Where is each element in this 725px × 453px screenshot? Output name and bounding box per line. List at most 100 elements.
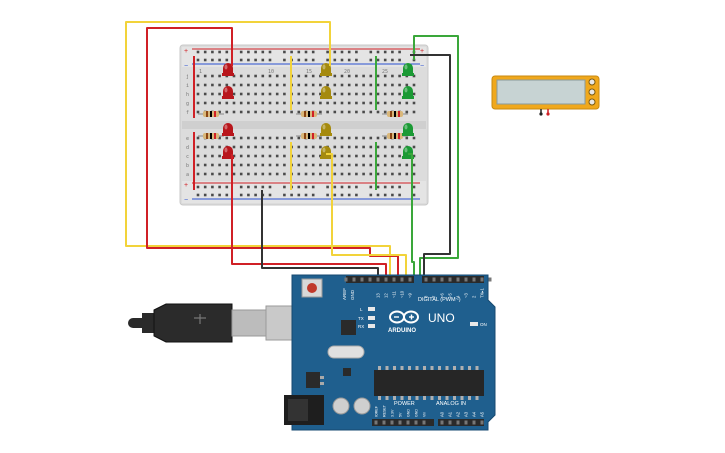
wires[interactable]: [125, 21, 459, 282]
digital-pin[interactable]: [392, 277, 396, 282]
power-pin[interactable]: [398, 420, 402, 425]
row-letter: f: [186, 110, 189, 116]
digital-pin[interactable]: [408, 277, 412, 282]
led[interactable]: [222, 146, 234, 159]
digital-pin-label: ~5: [448, 293, 453, 298]
wire-black-top[interactable]: [410, 54, 451, 282]
rail-minus-label: −: [184, 63, 188, 70]
resistor[interactable]: [296, 111, 322, 117]
breadboard-jumpers[interactable]: [193, 56, 377, 190]
multimeter-mode-button[interactable]: [588, 98, 596, 106]
multimeter-mode-button[interactable]: [588, 88, 596, 96]
power-pin[interactable]: [414, 420, 418, 425]
analog-pin[interactable]: [440, 420, 444, 425]
led[interactable]: [402, 63, 414, 76]
power-pin-label: IOREF: [375, 405, 379, 417]
analog-pin[interactable]: [480, 420, 484, 425]
power-pin[interactable]: [374, 420, 378, 425]
column-number: 25: [382, 69, 388, 75]
column-number: 20: [344, 69, 350, 75]
voltage-regulator: [306, 372, 320, 388]
header-pin[interactable]: [360, 277, 364, 282]
digital-pin[interactable]: [424, 277, 428, 282]
crystal-oscillator: [327, 345, 365, 359]
led[interactable]: [320, 86, 332, 99]
arduino-logo: [389, 310, 419, 324]
led[interactable]: [222, 63, 234, 76]
arduino-brand-label: ARDUINO: [388, 328, 416, 334]
led[interactable]: [320, 123, 332, 136]
wire-yellow-inner[interactable]: [326, 153, 407, 282]
wire-red-inner[interactable]: [231, 154, 387, 282]
atmega-chip: [374, 370, 484, 396]
digital-pin-label: 4: [456, 295, 461, 298]
capacitor: [353, 397, 371, 415]
wire-yellow-outer[interactable]: [125, 21, 391, 282]
led[interactable]: [402, 86, 414, 99]
column-number: 1: [199, 69, 202, 75]
rx-label: RX: [358, 324, 364, 329]
digital-header-label: DIGITAL (PWM~): [418, 297, 461, 303]
header-pin[interactable]: [368, 277, 372, 282]
analog-pin[interactable]: [464, 420, 468, 425]
breadboard[interactable]: + − + − + − j i h g f e d c b a 1 5 10 1…: [179, 44, 429, 206]
on-label: ON: [480, 322, 487, 327]
row-letter: j: [186, 74, 189, 80]
resistor[interactable]: [296, 133, 322, 139]
digital-pin[interactable]: [400, 277, 404, 282]
header-pin[interactable]: [344, 277, 348, 282]
digital-pin-label: ~6: [440, 293, 445, 298]
digital-pin[interactable]: [448, 277, 452, 282]
digital-pin[interactable]: [464, 277, 468, 282]
multimeter-mode-button[interactable]: [588, 78, 596, 86]
power-pin-label: 3.3V: [391, 409, 395, 417]
analog-pin[interactable]: [456, 420, 460, 425]
rail-minus-label-bottom: −: [184, 197, 188, 204]
wire-green-outer[interactable]: [413, 35, 459, 282]
multimeter-screen: [496, 79, 586, 105]
analog-pin-label: A5: [480, 411, 485, 417]
digital-pin[interactable]: [472, 277, 476, 282]
wire-green-inner[interactable]: [408, 153, 415, 282]
digital-header-right: [422, 276, 484, 283]
reset-button[interactable]: [307, 283, 317, 293]
digital-pin-label: 7: [432, 295, 437, 298]
resistor[interactable]: [198, 133, 224, 139]
resistor[interactable]: [382, 111, 408, 117]
atmega-chip-legs: [378, 366, 479, 400]
digital-pin[interactable]: [384, 277, 388, 282]
digital-pin[interactable]: [440, 277, 444, 282]
led[interactable]: [222, 123, 234, 136]
power-pin[interactable]: [422, 420, 426, 425]
header-pin[interactable]: [352, 277, 356, 282]
power-rail-bottom: [182, 181, 426, 203]
digital-pin[interactable]: [432, 277, 436, 282]
digital-pin-label: 13: [376, 293, 381, 298]
led[interactable]: [402, 123, 414, 136]
power-pin[interactable]: [406, 420, 410, 425]
power-header: [372, 419, 434, 426]
power-pin-label: GND: [407, 409, 411, 417]
digital-pin[interactable]: [488, 277, 492, 282]
resistor[interactable]: [198, 111, 224, 117]
digital-pin[interactable]: [456, 277, 460, 282]
led[interactable]: [222, 86, 234, 99]
power-pin[interactable]: [382, 420, 386, 425]
analog-pin[interactable]: [472, 420, 476, 425]
led[interactable]: [320, 63, 332, 76]
digital-pin[interactable]: [376, 277, 380, 282]
power-pin[interactable]: [390, 420, 394, 425]
digital-header-left: [346, 276, 414, 283]
row-letter: h: [186, 92, 189, 98]
power-pin-label: GND: [415, 409, 419, 417]
leds[interactable]: [222, 63, 414, 159]
resistors[interactable]: [198, 111, 408, 139]
multimeter[interactable]: [491, 75, 600, 116]
analog-pin-label: A4: [472, 411, 477, 417]
digital-pin[interactable]: [480, 277, 484, 282]
analog-pin[interactable]: [448, 420, 452, 425]
